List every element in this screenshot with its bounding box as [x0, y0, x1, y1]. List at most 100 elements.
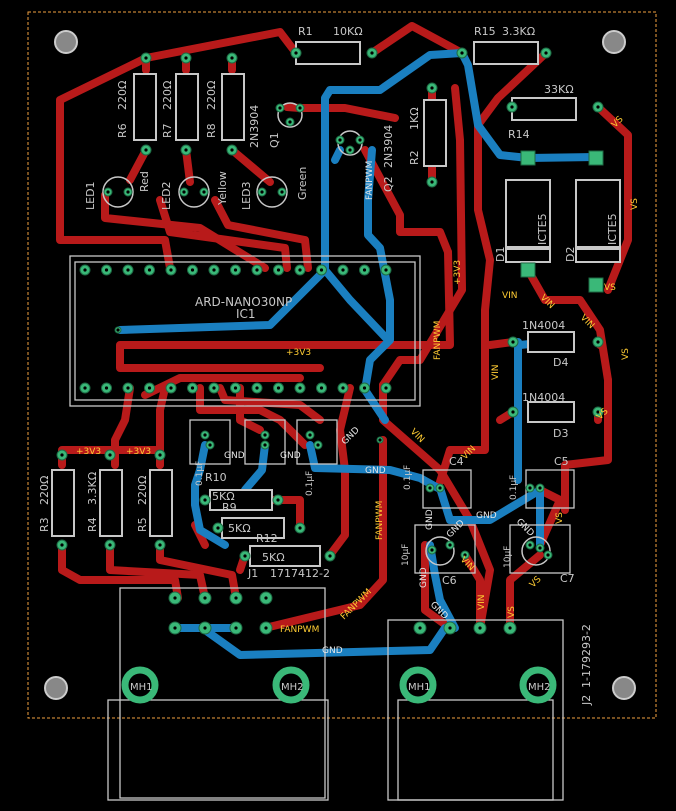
pad-hole — [60, 453, 64, 457]
pad-hole — [212, 268, 216, 272]
net-3v3: +3V3 — [286, 348, 311, 358]
pad-hole — [108, 453, 112, 457]
r8-name: R8 — [205, 123, 218, 138]
r10-name: R10 — [205, 471, 227, 484]
net-vin: VIN — [477, 594, 487, 610]
pad-hole — [263, 443, 267, 447]
j2-name: J2 — [580, 695, 593, 706]
mh2-label: MH2 — [281, 682, 304, 693]
pad-hole — [203, 626, 207, 630]
pad-hole — [184, 148, 188, 152]
pad-hole — [208, 443, 212, 447]
r4-name: R4 — [86, 517, 99, 532]
pad-hole — [358, 138, 362, 142]
net-vs: VS — [555, 512, 565, 524]
pad-hole — [510, 105, 514, 109]
r14-name: R14 — [508, 128, 530, 141]
net-gnd: GND — [514, 517, 536, 539]
pad-hole — [243, 554, 247, 558]
mounting-holes — [44, 30, 636, 704]
mh2-pad-j2 — [519, 666, 557, 704]
pad-hole — [362, 386, 367, 390]
pad-hole — [430, 548, 434, 552]
mounting-hole — [54, 30, 78, 54]
pad-hole — [319, 268, 324, 272]
mh2-pad — [272, 666, 310, 704]
pad-hole — [370, 51, 374, 55]
pad-hole — [216, 526, 220, 530]
r5-name: R5 — [136, 517, 149, 532]
net-fanpwm: FANPWM — [433, 321, 443, 360]
pad-hole — [147, 268, 152, 272]
pad-hole — [60, 543, 64, 547]
pad-hole — [341, 386, 345, 390]
d3-name: D3 — [553, 427, 568, 440]
pad-hole — [463, 553, 467, 557]
j1-name: J1 — [247, 567, 258, 580]
r10-value: 5KΩ — [212, 490, 235, 503]
pad-hole — [298, 526, 302, 530]
pad-hole — [544, 51, 548, 55]
pad-hole — [298, 386, 302, 390]
ic1-value: ARD-NANO30NP — [195, 295, 292, 309]
ic1-name: IC1 — [236, 307, 256, 321]
pad-hole — [173, 626, 177, 630]
pad-hole — [280, 190, 284, 194]
q1-name: Q1 — [268, 132, 281, 148]
pad-hole — [384, 268, 388, 272]
silkscreen-outlines — [51, 41, 621, 801]
pad-hole — [173, 596, 177, 600]
c6-name: C6 — [442, 574, 457, 587]
pad-hole — [126, 268, 130, 272]
pad-hole — [263, 433, 267, 437]
mh1-label-j2: MH1 — [408, 682, 431, 693]
pad-hole — [203, 433, 207, 437]
r8-value: 220Ω — [205, 81, 218, 110]
net-gnd: GND — [365, 466, 386, 476]
pad-hole — [264, 596, 268, 600]
j1-value: 1717412-2 — [270, 567, 330, 580]
pad-hole — [182, 190, 186, 194]
r1-name: R1 — [298, 25, 313, 38]
pad-hole — [234, 626, 238, 630]
net-gnd: GND — [419, 567, 429, 588]
pad-hole — [596, 105, 600, 109]
mh2-label-j2: MH2 — [528, 682, 551, 693]
r14-value: 33KΩ — [544, 83, 574, 96]
r15-value: 3.3KΩ — [502, 25, 535, 38]
pad-hole — [596, 340, 600, 344]
d2-name: D2 — [564, 247, 577, 262]
pad-hole — [202, 190, 206, 194]
pad-hole — [126, 190, 130, 194]
pad-hole — [255, 386, 259, 390]
q1-value: 2N3904 — [248, 105, 261, 148]
pad-hole — [430, 86, 434, 90]
c5-value: 0.1μF — [509, 475, 519, 500]
pad-hole — [384, 386, 388, 390]
net-gnd: GND — [322, 646, 343, 656]
net-fanpwm: FANPWM — [365, 161, 375, 200]
pad-hole — [338, 138, 342, 142]
d2-value: ICTE5 — [606, 213, 619, 245]
pad-hole — [348, 148, 352, 152]
pad-hole — [528, 486, 532, 490]
pad-hole — [212, 386, 216, 390]
pad-hole — [341, 268, 345, 272]
net-gnd: GND — [224, 451, 245, 461]
pad-hole — [184, 56, 188, 60]
led3-name: LED3 — [240, 181, 253, 210]
pad-hole — [288, 120, 292, 124]
net-3v3: +3V3 — [453, 260, 463, 285]
c1-label: 0.1μF — [195, 461, 205, 486]
c4-value: 0.1μF — [403, 465, 413, 490]
pad-hole — [418, 626, 422, 630]
led1-name: LED1 — [84, 181, 97, 210]
led2-color: Yellow — [216, 171, 229, 206]
r6-value: 220Ω — [116, 81, 129, 110]
mh1-label: MH1 — [130, 682, 153, 693]
square-pad — [588, 277, 604, 293]
pad-hole — [190, 268, 195, 272]
net-vin: VIN — [502, 291, 518, 301]
r7-value: 220Ω — [161, 81, 174, 110]
